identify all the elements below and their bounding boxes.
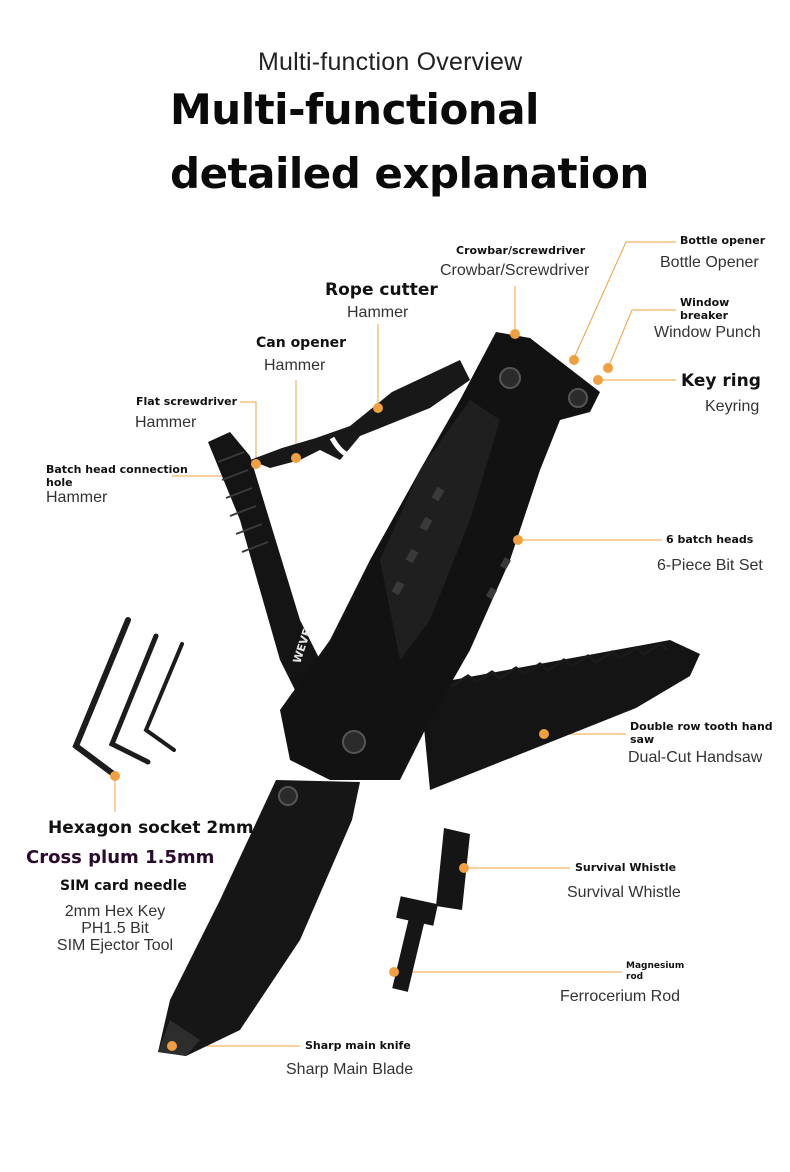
label-cross-plum: Cross plum 1.5mm [26, 847, 215, 868]
sub-batch-heads: 6-Piece Bit Set [657, 557, 763, 574]
label-batch-head-hole-line1: Batch head connection [46, 463, 188, 476]
label-can-opener: Can opener [256, 335, 347, 351]
label-hand-saw: Double row tooth hand saw [630, 720, 773, 746]
label-batch-head-hole: Batch head connection hole [46, 463, 188, 489]
dot-bottle-opener [569, 355, 579, 365]
sub-batch-head-hole: Hammer [46, 489, 108, 506]
sub-hand-saw: Dual-Cut Handsaw [628, 749, 763, 766]
dot-hand-saw [539, 729, 549, 739]
title-line-1: Multi-functional [170, 85, 539, 134]
can-opener-arm [250, 360, 470, 468]
sub-whistle: Survival Whistle [567, 884, 681, 901]
dot-crowbar [510, 329, 520, 339]
label-window-breaker: Window breaker [680, 296, 729, 322]
flat-screwdriver-arm [208, 432, 330, 700]
sub-rope-cutter: Hammer [347, 304, 409, 321]
label-main-knife: Sharp main knife [305, 1039, 411, 1052]
label-rope-cutter: Rope cutter [325, 280, 438, 300]
dot-key-ring [593, 375, 603, 385]
label-window-breaker-line1: Window [680, 296, 730, 309]
leader-window-breaker [607, 309, 676, 369]
label-hex-socket: Hexagon socket 2mm [48, 818, 254, 838]
label-magnesium: Magnesium rod [626, 961, 684, 983]
label-batch-heads: 6 batch heads [666, 533, 754, 546]
label-hand-saw-line1: Double row tooth hand [630, 720, 773, 733]
sub-key-ring: Keyring [705, 398, 760, 415]
whistle-ferro-rod [392, 828, 470, 992]
callout-dots [110, 329, 613, 1051]
hand-saw-blade [420, 640, 700, 790]
label-hand-saw-line2: saw [630, 733, 655, 746]
sub-bottle-opener: Bottle Opener [660, 254, 759, 271]
multitool-body [280, 332, 600, 780]
label-magnesium-line2: rod [626, 972, 644, 982]
dot-can-opener [291, 453, 301, 463]
dot-magnesium [389, 967, 399, 977]
overview-subtitle: Multi-function Overview [258, 48, 523, 76]
sub-window-breaker: Window Punch [654, 324, 761, 341]
hex-key-set [72, 617, 184, 779]
sub-hex-key-line2: PH1.5 Bit [81, 920, 149, 937]
label-flat-screwdriver: Flat screwdriver [136, 395, 238, 408]
label-magnesium-line1: Magnesium [626, 961, 685, 971]
dot-hex-key [110, 771, 120, 781]
dot-batch-heads [513, 535, 523, 545]
label-whistle: Survival Whistle [575, 861, 677, 874]
sub-main-knife: Sharp Main Blade [286, 1061, 414, 1078]
page-title: Multi-functional detailed explanation [170, 78, 649, 206]
sub-hex-key-set: 2mm Hex Key PH1.5 Bit SIM Ejector Tool [56, 903, 174, 954]
sub-flat-screwdriver: Hammer [135, 414, 197, 431]
dot-whistle [459, 863, 469, 873]
title-line-2: detailed explanation [170, 149, 649, 198]
label-batch-head-hole-line2: hole [46, 476, 73, 489]
sub-hex-key-line1: 2mm Hex Key [64, 903, 166, 920]
sub-can-opener: Hammer [264, 357, 326, 374]
sub-hex-key-line3: SIM Ejector Tool [56, 937, 174, 954]
leader-bottle-opener [573, 241, 676, 359]
sub-magnesium: Ferrocerium Rod [560, 988, 681, 1005]
label-key-ring: Key ring [681, 371, 761, 391]
label-window-breaker-line2: breaker [680, 309, 729, 322]
label-sim-needle: SIM card needle [60, 878, 187, 894]
leader-flat-screwdriver [240, 401, 257, 462]
dot-window-breaker [603, 363, 613, 373]
dot-flat-screwdriver [251, 459, 261, 469]
label-crowbar: Crowbar/screwdriver [456, 244, 586, 257]
dot-main-knife [167, 1041, 177, 1051]
label-bottle-opener: Bottle opener [680, 234, 766, 247]
dot-rope-cutter [373, 403, 383, 413]
sub-crowbar: Crowbar/Screwdriver [440, 262, 590, 279]
